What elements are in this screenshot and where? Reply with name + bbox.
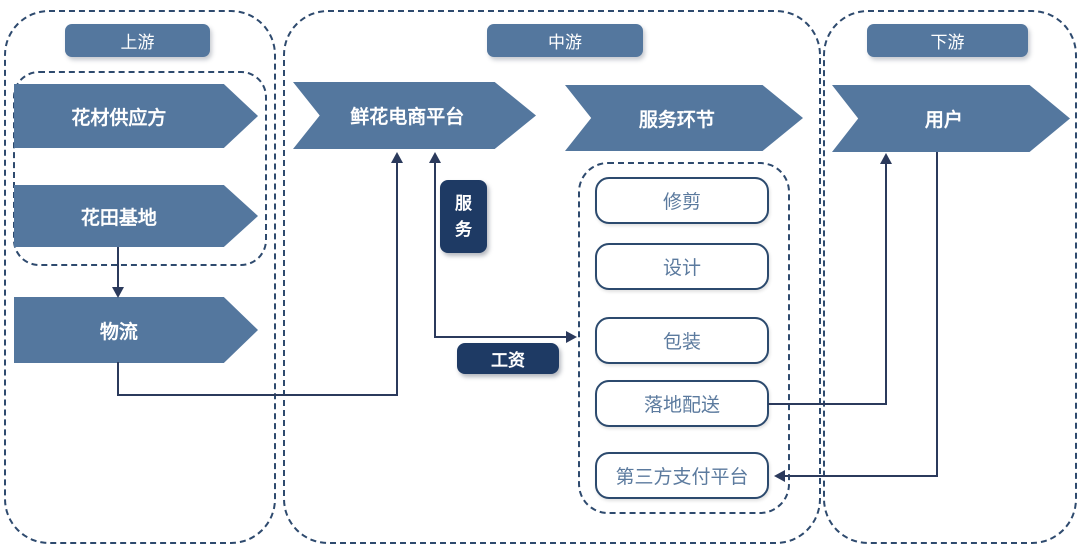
- service-item-third-party-payment-label: 第三方支付平台: [615, 467, 749, 488]
- node-flower-field-base-label: 花田基地: [80, 207, 157, 229]
- service-item-packaging-label: 包装: [662, 332, 701, 353]
- service-item-last-mile-delivery: 落地配送: [595, 380, 769, 427]
- section-upstream-outline: [4, 10, 276, 544]
- node-flower-ecommerce-platform-label: 鲜花电商平台: [350, 107, 465, 128]
- node-service-stage-label: 服务环节: [638, 109, 715, 131]
- arrowhead-into-platform-from-logistics: [391, 152, 403, 163]
- connector-platform-service-h: [434, 336, 567, 338]
- section-title-midstream: 中游: [487, 24, 643, 57]
- node-flower-ecommerce-platform: 鲜花电商平台: [293, 82, 536, 149]
- connector-user-to-payment-h: [785, 475, 938, 477]
- connector-delivery-to-user-v: [885, 163, 887, 405]
- service-item-packaging: 包装: [595, 317, 769, 364]
- flow-label-wage-text: 工资: [491, 351, 525, 370]
- connector-logistics-to-platform-h: [117, 394, 398, 396]
- service-item-trimming: 修剪: [595, 177, 769, 224]
- flow-label-wage: 工资: [457, 343, 559, 374]
- arrowhead-into-payment: [774, 470, 785, 482]
- node-logistics-label: 物流: [99, 321, 138, 343]
- connector-delivery-to-user-h: [768, 403, 887, 405]
- node-flower-material-supplier: 花材供应方: [14, 84, 258, 148]
- service-item-trimming-label: 修剪: [662, 192, 701, 213]
- node-logistics: 物流: [14, 297, 258, 363]
- service-items-group-outline: [578, 162, 790, 514]
- connector-field-to-logistics-v: [117, 247, 119, 289]
- flow-label-service-text: 服务: [454, 194, 472, 239]
- service-item-third-party-payment: 第三方支付平台: [595, 452, 769, 499]
- arrowhead-into-service-items: [566, 331, 577, 343]
- connector-logistics-to-platform-v2: [396, 162, 398, 396]
- service-item-design: 设计: [595, 243, 769, 290]
- service-item-design-label: 设计: [662, 258, 701, 279]
- connector-logistics-to-platform-v1: [117, 362, 119, 395]
- node-user: 用户: [832, 85, 1070, 152]
- upstream-supplier-group-outline: [13, 71, 267, 266]
- connector-platform-service-v: [434, 162, 436, 338]
- section-title-upstream: 上游: [65, 24, 210, 57]
- arrowhead-into-platform-service: [429, 152, 441, 163]
- section-midstream-outline: [283, 10, 821, 544]
- flow-label-service: 服务: [440, 180, 487, 253]
- node-user-label: 用户: [924, 110, 963, 131]
- node-service-stage: 服务环节: [565, 85, 803, 151]
- connector-user-to-payment-v: [936, 152, 938, 477]
- arrowhead-into-logistics: [112, 287, 124, 298]
- section-title-downstream: 下游: [867, 24, 1028, 57]
- arrowhead-into-user: [880, 153, 892, 164]
- node-flower-material-supplier-label: 花材供应方: [71, 107, 167, 129]
- section-downstream-outline: [823, 10, 1077, 544]
- service-item-last-mile-delivery-label: 落地配送: [643, 395, 720, 416]
- node-flower-field-base: 花田基地: [14, 185, 258, 247]
